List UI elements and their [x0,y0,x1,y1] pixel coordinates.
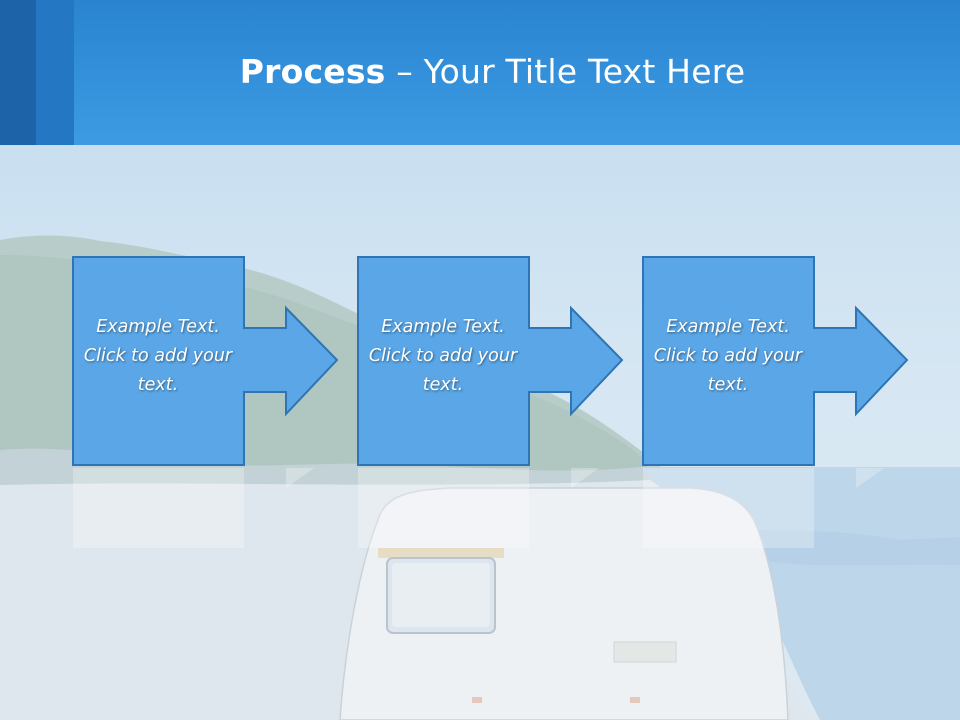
process-step-1[interactable]: Example Text. Click to add your text. [72,256,412,466]
step-text-label: Example Text. Click to add your text. [653,316,803,395]
arrow-box-shape [72,256,339,466]
title-bar: Process – Your Title Text Here [0,0,960,145]
arrow-box-shape [357,256,624,466]
arrow-box-outline [72,256,339,466]
step-text-label: Example Text. Click to add your text. [83,316,233,395]
process-step-3[interactable]: Example Text. Click to add your text. [642,256,960,466]
arrow-box-outline [357,256,624,466]
slide-title[interactable]: Process – Your Title Text Here [0,52,960,91]
header-accent-strip [0,0,36,145]
title-bold: Process [239,52,386,91]
arrow-box-shape [642,256,909,466]
process-step-2[interactable]: Example Text. Click to add your text. [357,256,697,466]
title-rest: – Your Title Text Here [385,52,746,91]
step-text-label: Example Text. Click to add your text. [368,316,518,395]
step-text[interactable]: Example Text. Click to add your text. [642,256,814,466]
arrow-box-outline [642,256,909,466]
header-accent-strip [36,0,74,145]
step-text[interactable]: Example Text. Click to add your text. [357,256,529,466]
step-text[interactable]: Example Text. Click to add your text. [72,256,244,466]
